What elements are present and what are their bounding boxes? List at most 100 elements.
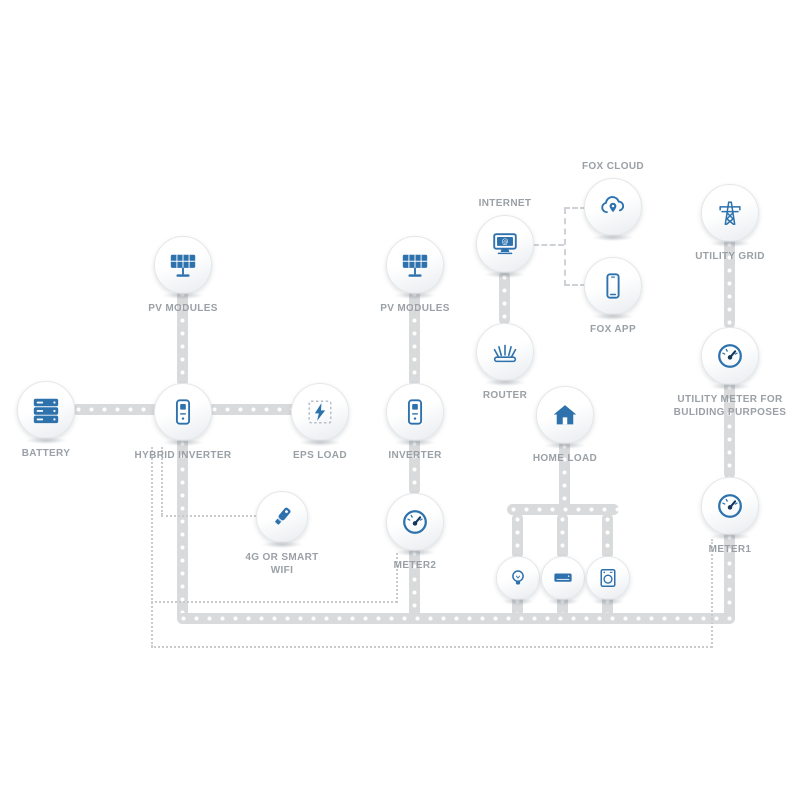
node-shadow — [162, 439, 204, 446]
bus-meter2-bottom — [409, 547, 420, 617]
utility-meter-node-circle — [701, 327, 759, 385]
eps-load-label: EPS LOAD — [293, 450, 347, 461]
home-load-node-circle — [536, 386, 594, 444]
node-eps-load: EPS LOAD — [255, 383, 385, 462]
comm-meter2-vertical — [396, 553, 398, 603]
smartphone-icon — [606, 273, 620, 299]
node-load-ac — [498, 556, 628, 605]
utility-grid-label: UTILITY GRID — [695, 251, 765, 262]
node-shadow — [592, 234, 634, 241]
node-shadow — [484, 379, 526, 386]
pv-left-label: PV MODULES — [148, 303, 218, 314]
node-shadow — [592, 598, 624, 605]
pv-right-label: PV MODULES — [380, 303, 450, 314]
load-light-node-circle — [496, 556, 540, 600]
node-pv-modules-left: PV MODULES — [118, 236, 248, 315]
battery-node-circle — [17, 381, 75, 439]
node-load-washer — [543, 556, 673, 605]
inverter-icon — [175, 399, 191, 425]
inverter-label: INVERTER — [388, 450, 442, 461]
node-meter1: METER1 — [665, 477, 795, 556]
transmission-tower-icon — [719, 201, 741, 225]
node-shadow — [709, 383, 751, 390]
bus-utility-meter-meter1 — [724, 381, 735, 479]
bus-internet-router — [499, 271, 510, 325]
bus-bottom-main — [177, 613, 735, 624]
node-shadow — [394, 439, 436, 446]
bus-home-load-drop — [559, 440, 570, 510]
node-inverter: INVERTER — [350, 383, 480, 462]
meter2-node-circle — [386, 493, 444, 551]
pv-right-node-circle — [386, 236, 444, 294]
node-hybrid-inverter: HYBRID INVERTER — [118, 383, 248, 462]
link-branch-vertical — [564, 208, 566, 286]
comm-meter1-vertical — [711, 539, 713, 648]
node-pv-modules-right: PV MODULES — [350, 236, 480, 315]
node-shadow — [544, 442, 586, 449]
node-meter2: METER2 — [350, 493, 480, 572]
node-shadow — [502, 598, 534, 605]
node-fox-cloud: FOX CLOUD — [548, 160, 678, 241]
battery-icon — [33, 398, 59, 424]
bulb-icon — [512, 570, 524, 585]
inverter-icon — [407, 399, 423, 425]
bus-drop-light — [512, 513, 523, 559]
bus-load-distribution — [507, 504, 619, 515]
node-shadow — [592, 313, 634, 320]
lightning-icon — [308, 400, 332, 424]
eps-load-node-circle — [291, 383, 349, 441]
meter1-label: METER1 — [708, 544, 752, 555]
bus-hybrid-bottom — [177, 437, 188, 624]
bus-washer-bottom — [602, 595, 613, 618]
utility-grid-node-circle — [701, 184, 759, 242]
comm-meter1-horizontal — [151, 646, 712, 648]
internet-node-circle: @ — [476, 215, 534, 273]
fox-cloud-node-circle — [584, 178, 642, 236]
bus-hybrid-eps — [208, 404, 296, 415]
node-battery: BATTERY — [0, 381, 111, 460]
computer-icon: @ — [493, 233, 517, 255]
washing-machine-icon — [600, 569, 616, 587]
comm-hybrid-wifi-vertical — [161, 447, 163, 515]
comm-hybrid-main-vertical — [151, 447, 153, 647]
fox-cloud-label: FOX CLOUD — [581, 161, 645, 172]
node-shadow — [299, 439, 341, 446]
bus-drop-washer — [602, 513, 613, 559]
bus-pv-right-inverter — [409, 288, 420, 386]
node-router: ROUTER — [440, 323, 570, 402]
solar-panel-icon — [402, 254, 428, 277]
utility-meter-label: UTILITY METER FOR BULIDING PURPOSES — [673, 394, 787, 418]
node-shadow — [162, 292, 204, 299]
node-load-light — [453, 556, 583, 605]
bus-drop-ac — [557, 513, 568, 559]
pv-left-node-circle — [154, 236, 212, 294]
node-shadow — [484, 271, 526, 278]
node-shadow — [547, 598, 579, 605]
inverter-node-circle — [386, 383, 444, 441]
bus-ac-bottom — [557, 595, 568, 618]
svg-text:@: @ — [501, 237, 508, 246]
fox-app-label: FOX APP — [590, 324, 636, 335]
hybrid-inverter-label: HYBRID INVERTER — [134, 450, 232, 461]
router-label: ROUTER — [482, 390, 528, 401]
node-internet: INTERNET @ — [440, 197, 570, 278]
bus-inverter-meter2 — [409, 437, 420, 495]
house-icon — [553, 405, 577, 425]
meter2-label: METER2 — [393, 560, 437, 571]
link-branch-fox-app — [564, 284, 586, 286]
fox-app-node-circle — [584, 257, 642, 315]
gauge-icon — [403, 510, 427, 534]
hybrid-inverter-node-circle — [154, 383, 212, 441]
internet-label: INTERNET — [478, 198, 532, 209]
solar-panel-icon — [170, 254, 196, 277]
node-fox-app: FOX APP — [548, 257, 678, 336]
bus-light-bottom — [512, 595, 523, 618]
load-washer-node-circle — [586, 556, 630, 600]
node-shadow — [261, 541, 303, 548]
node-shadow — [709, 533, 751, 540]
bus-meter1-bottom — [724, 531, 735, 623]
node-wifi-dongle: 4G OR SMART WIFI — [217, 491, 347, 577]
wifi-dongle-node-circle — [256, 491, 308, 543]
cloud-pin-icon — [601, 196, 625, 214]
